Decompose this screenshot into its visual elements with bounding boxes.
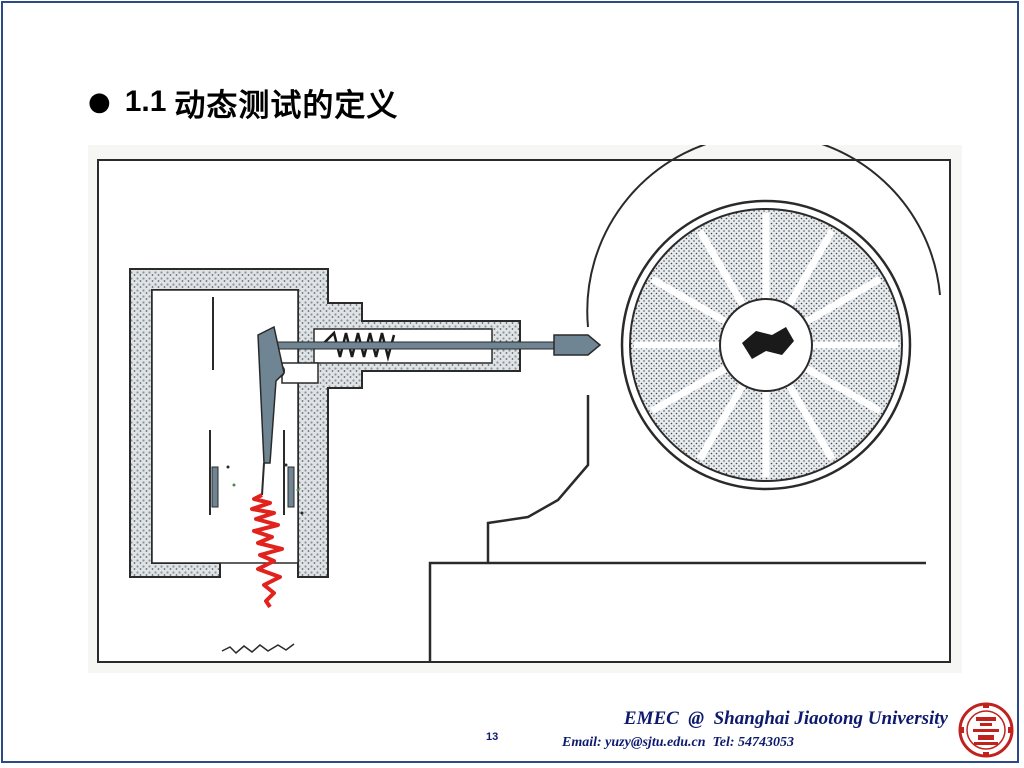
slide-title: ● 1.1 动态测试的定义 [88, 80, 398, 124]
bullet-icon: ● [88, 87, 111, 117]
sjtu-emblem-icon [958, 702, 1014, 758]
title-text: 动态测试的定义 [174, 87, 399, 124]
footer-institution: EMEC @ Shanghai Jiaotong University [623, 708, 948, 729]
title-number: 1.1 [124, 85, 167, 118]
seismometer-recording-drum-icon [97, 145, 951, 663]
footer-contact: Email: yuzy@sjtu.edu.cn Tel: 54743053 [562, 735, 795, 750]
page-number: 13 [486, 731, 499, 743]
seismometer-diagram [88, 145, 962, 673]
